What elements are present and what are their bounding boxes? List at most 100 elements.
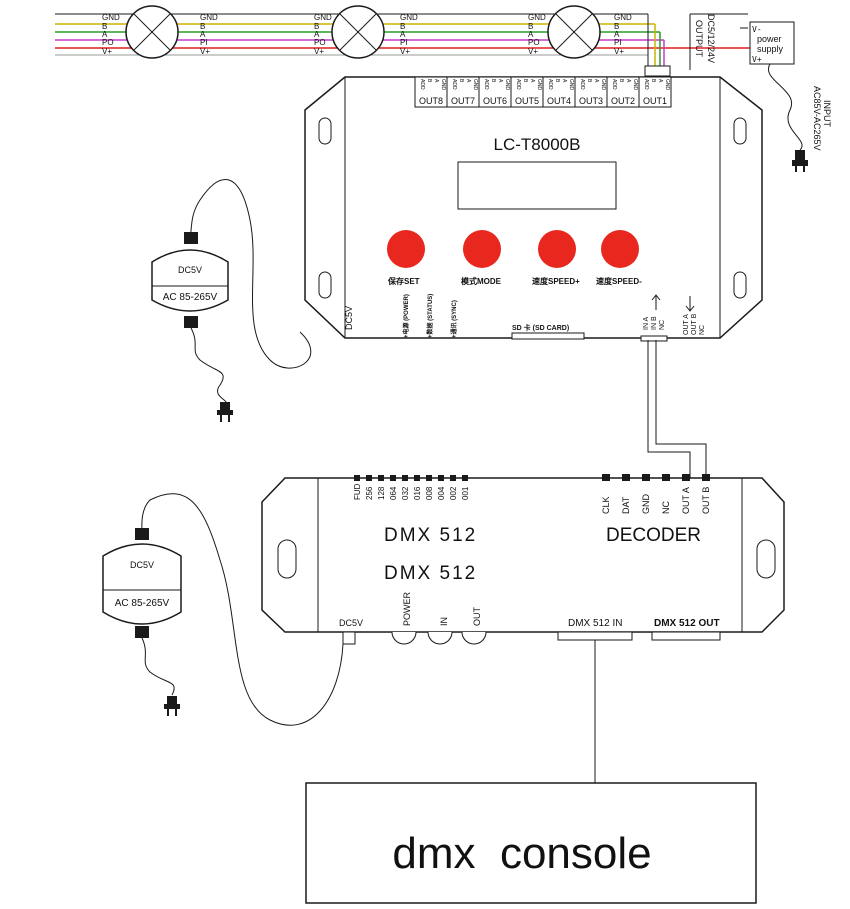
- speed-up-label: 速度SPEED+: [532, 276, 580, 286]
- port-pin-label: A: [657, 79, 663, 83]
- output-port-label: OUT6: [483, 96, 507, 106]
- out-nc-label: NC: [699, 325, 706, 335]
- lcd-display: [457, 161, 617, 210]
- sd-card-slot: [511, 332, 585, 340]
- adapter2-ac: AC 85-265V: [115, 598, 170, 609]
- lbl-v-6: V+: [614, 47, 624, 56]
- dc5v-label: DC5V: [344, 306, 354, 330]
- dip-switch-label: 008: [425, 486, 434, 500]
- dip-switch: [354, 475, 360, 481]
- output-port-label: OUT1: [643, 96, 667, 106]
- port-pin-label: GND: [504, 79, 510, 91]
- port-pin-label: A: [529, 79, 535, 83]
- dip-switch: [390, 475, 396, 481]
- lbl-b-1: B: [102, 22, 107, 31]
- arrow-down-icon: [685, 296, 695, 312]
- input-label: INPUT: [822, 100, 832, 128]
- mount-hole: [318, 117, 332, 145]
- mode-button-label: 模式MODE: [461, 276, 502, 286]
- port-pin-label: GND: [536, 79, 542, 91]
- mount-hole: [733, 271, 747, 299]
- ps-vplus: V+: [752, 55, 762, 64]
- output-port-block: [478, 76, 512, 108]
- decoder-pin: [682, 474, 690, 481]
- power-port-label: +电源 (POWER): [402, 294, 410, 338]
- decoder-pin-label: CLK: [601, 496, 611, 514]
- lbl-po-1: PO: [102, 38, 114, 47]
- decoder-title-right: DECODER: [606, 525, 701, 546]
- port-pin-label: GND: [632, 79, 638, 91]
- plug-icon: [217, 402, 233, 422]
- port-pin-label: A: [625, 79, 631, 83]
- decoder-title-2: DMX 512: [384, 563, 477, 584]
- lamp-1: [125, 5, 179, 59]
- dip-switch-label: 128: [377, 486, 386, 500]
- speed-up-button[interactable]: [538, 230, 576, 268]
- mount-hole: [277, 539, 297, 579]
- lbl-b-3: B: [314, 22, 319, 31]
- decoder-pin-label: NC: [661, 501, 671, 514]
- lbl-v-5: V+: [528, 47, 538, 56]
- lbl-v-4: V+: [400, 47, 410, 56]
- decoder-pin: [702, 474, 710, 481]
- decoder-pin-label: DAT: [621, 496, 631, 514]
- lbl-a-5: A: [528, 30, 534, 39]
- output-port-block: [638, 76, 672, 108]
- dip-switch: [366, 475, 372, 481]
- port-pin-label: GND: [664, 79, 670, 91]
- dip-switch-label: 001: [461, 486, 470, 500]
- lamp-2: [331, 5, 385, 59]
- out-label: OUT: [472, 607, 482, 627]
- in-nc-label: NC: [659, 320, 666, 330]
- dc-jack: [342, 631, 356, 645]
- lbl-gnd-5: GND: [528, 13, 546, 22]
- port-pin-label: ADD: [483, 79, 489, 90]
- lbl-v-2: V+: [200, 47, 210, 56]
- set-button-label: 保存SET: [387, 276, 420, 286]
- port-pin-label: B: [554, 79, 560, 83]
- speed-down-button[interactable]: [601, 230, 639, 268]
- model-title: LC-T8000B: [494, 135, 581, 154]
- ps-vminus: V-: [752, 25, 762, 34]
- ps-line1: power: [757, 34, 782, 44]
- port-pin-label: GND: [472, 79, 478, 91]
- in-label: IN: [439, 617, 449, 626]
- dip-switch: [438, 475, 444, 481]
- dip-switch: [414, 475, 420, 481]
- output-port-label: OUT5: [515, 96, 539, 106]
- power-supply: V- power supply V+: [749, 21, 795, 65]
- in-b-label: IN B: [651, 316, 658, 330]
- decoder-pin-label: OUT B: [701, 487, 711, 514]
- mount-hole: [756, 539, 776, 579]
- port-pin-label: B: [426, 79, 432, 83]
- adapter1-dc: DC5V: [178, 265, 202, 275]
- port-pin-label: B: [522, 79, 528, 83]
- port-pin-label: B: [586, 79, 592, 83]
- port-pin-label: GND: [568, 79, 574, 91]
- port-pin-label: ADD: [611, 79, 617, 90]
- mode-button[interactable]: [463, 230, 501, 268]
- input-terminal: [640, 335, 668, 342]
- output-port-label: OUT4: [547, 96, 571, 106]
- lbl-pi-6: PI: [614, 38, 622, 47]
- lbl-b-2: B: [200, 22, 205, 31]
- sd-card-label: SD 卡 (SD CARD): [512, 323, 569, 332]
- mount-hole: [318, 271, 332, 299]
- lbl-v-1: V+: [102, 47, 112, 56]
- adapter1-ac: AC 85-265V: [163, 292, 218, 303]
- port-pin-label: ADD: [579, 79, 585, 90]
- output-port-label: OUT8: [419, 96, 443, 106]
- port-pin-label: ADD: [419, 79, 425, 90]
- lbl-a-2: A: [200, 30, 206, 39]
- dip-switch: [426, 475, 432, 481]
- output-label: OUTPUT: [694, 20, 704, 58]
- lbl-gnd-6: GND: [614, 13, 632, 22]
- dip-switch-label: FUD: [353, 483, 362, 500]
- set-button[interactable]: [387, 230, 425, 268]
- decoder-dc5v-label: DC5V: [339, 618, 363, 628]
- sync-port-label: +通讯 (SYNC): [450, 300, 458, 338]
- port-pin-label: A: [561, 79, 567, 83]
